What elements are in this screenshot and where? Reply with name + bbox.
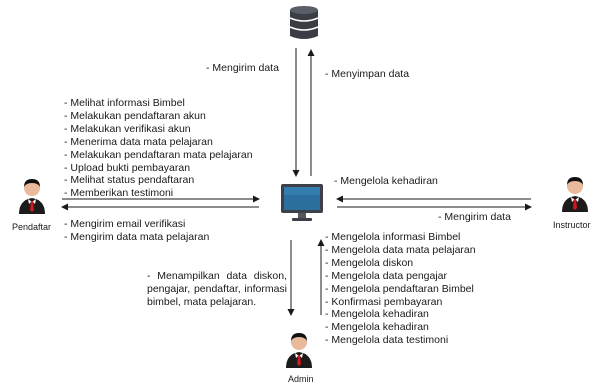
flow-item: - Mengelola pendaftaran Bimbel bbox=[325, 282, 474, 295]
flow-item: - Melakukan pendaftaran akun bbox=[64, 109, 206, 122]
flow-item: - Mengirim email verifikasi bbox=[64, 218, 186, 230]
flow-item: - Melihat informasi Bimbel bbox=[64, 97, 185, 109]
flow-item: - Menerima data mata pelajaran bbox=[64, 135, 213, 148]
flow-item: - Memberikan testimoni bbox=[64, 187, 174, 200]
flow-item: - Konfirmasi pembayaran bbox=[325, 295, 443, 308]
flow-system-to-pendaftar: - Mengirim email verifikasi - Mengirim d… bbox=[64, 218, 209, 244]
flow-item: - Melakukan pendaftaran mata pelajaran bbox=[64, 148, 253, 161]
flow-system-to-admin: - Menampilkan data diskon, pengajar, pen… bbox=[147, 270, 287, 308]
instructor-label: Instructor bbox=[553, 220, 591, 230]
flow-admin-to-system: - Mengelola informasi Bimbel - Mengelola… bbox=[325, 231, 476, 347]
monitor-icon bbox=[281, 184, 323, 221]
flow-item: - Mengelola diskon bbox=[325, 256, 414, 269]
pendaftar-person-icon bbox=[19, 179, 45, 214]
flow-db-send: - Mengirim data bbox=[206, 62, 279, 74]
flow-db-store: - Menyimpan data bbox=[325, 68, 410, 80]
pendaftar-label: Pendaftar bbox=[12, 222, 52, 232]
admin-label: Admin bbox=[288, 374, 314, 384]
flow-pendaftar-to-system: - Melihat informasi Bimbel - Melakukan p… bbox=[64, 97, 253, 200]
flow-item: - Mengirim data mata pelajaran bbox=[64, 230, 210, 243]
instructor-person-icon bbox=[562, 177, 588, 212]
flow-item: - Upload bukti pembayaran bbox=[64, 161, 191, 174]
database-icon bbox=[289, 6, 319, 39]
flow-item: - Mengelola informasi Bimbel bbox=[325, 231, 461, 243]
flow-item: - Mengelola kehadiran bbox=[325, 308, 429, 321]
flow-instructor-to-system: - Mengelola kehadiran bbox=[334, 175, 438, 187]
flow-item: - Melihat status pendaftaran bbox=[64, 174, 195, 187]
flow-item: - Melakukan verifikasi akun bbox=[64, 122, 191, 135]
flow-item: - Mengelola data testimoni bbox=[325, 334, 449, 347]
flow-item: - Mengelola data pengajar bbox=[325, 269, 448, 282]
flow-item: - Mengelola kehadiran bbox=[325, 321, 429, 334]
admin-person-icon bbox=[286, 333, 312, 368]
flow-item: - Mengelola data mata pelajaran bbox=[325, 243, 476, 256]
flow-system-to-instructor: - Mengirim data bbox=[438, 211, 511, 223]
